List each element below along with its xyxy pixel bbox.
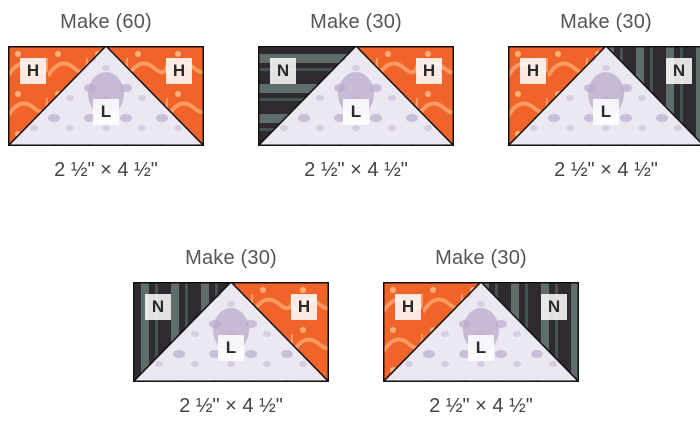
block-illustration [133,282,329,382]
finished-size-label: 2 ½" × 4 ½" [54,159,158,181]
fabric-label-left: N [145,294,171,320]
flying-geese-unit: Make (30) [383,244,579,420]
finished-size-label: 2 ½" × 4 ½" [179,395,283,417]
quilt-block: H N L [508,46,700,146]
fabric-label-right: H [166,58,192,84]
flying-geese-unit: Make (30) [258,8,454,184]
fabric-label-right: H [416,58,442,84]
fabric-label-right: H [291,294,317,320]
fabric-label-left: H [520,58,546,84]
fabric-label-left: H [395,294,421,320]
fabric-label-center: L [218,335,244,361]
fabric-label-center: L [468,335,494,361]
unit-quantity-label: Make (30) [435,247,527,269]
finished-size-label: 2 ½" × 4 ½" [429,395,533,417]
finished-size-label: 2 ½" × 4 ½" [304,159,408,181]
fabric-label-left: N [270,58,296,84]
fabric-label-left: H [20,58,46,84]
fabric-label-center: L [343,99,369,125]
fabric-label-center: L [593,99,619,125]
flying-geese-unit: Make (60) H H L [8,8,204,184]
fabric-label-right: N [541,294,567,320]
flying-geese-unit: Make (30) [508,8,700,184]
unit-quantity-label: Make (30) [560,11,652,33]
fabric-label-center: L [93,99,119,125]
unit-quantity-label: Make (30) [185,247,277,269]
finished-size-label: 2 ½" × 4 ½" [554,159,658,181]
fabric-label-right: N [666,58,692,84]
quilt-block: N H L [258,46,454,146]
unit-quantity-label: Make (30) [310,11,402,33]
unit-quantity-label: Make (60) [60,11,152,33]
quilt-block: H N L [383,282,579,382]
quilt-block: N H L [133,282,329,382]
quilt-block: H H L [8,46,204,146]
flying-geese-unit: Make (30) [133,244,329,420]
